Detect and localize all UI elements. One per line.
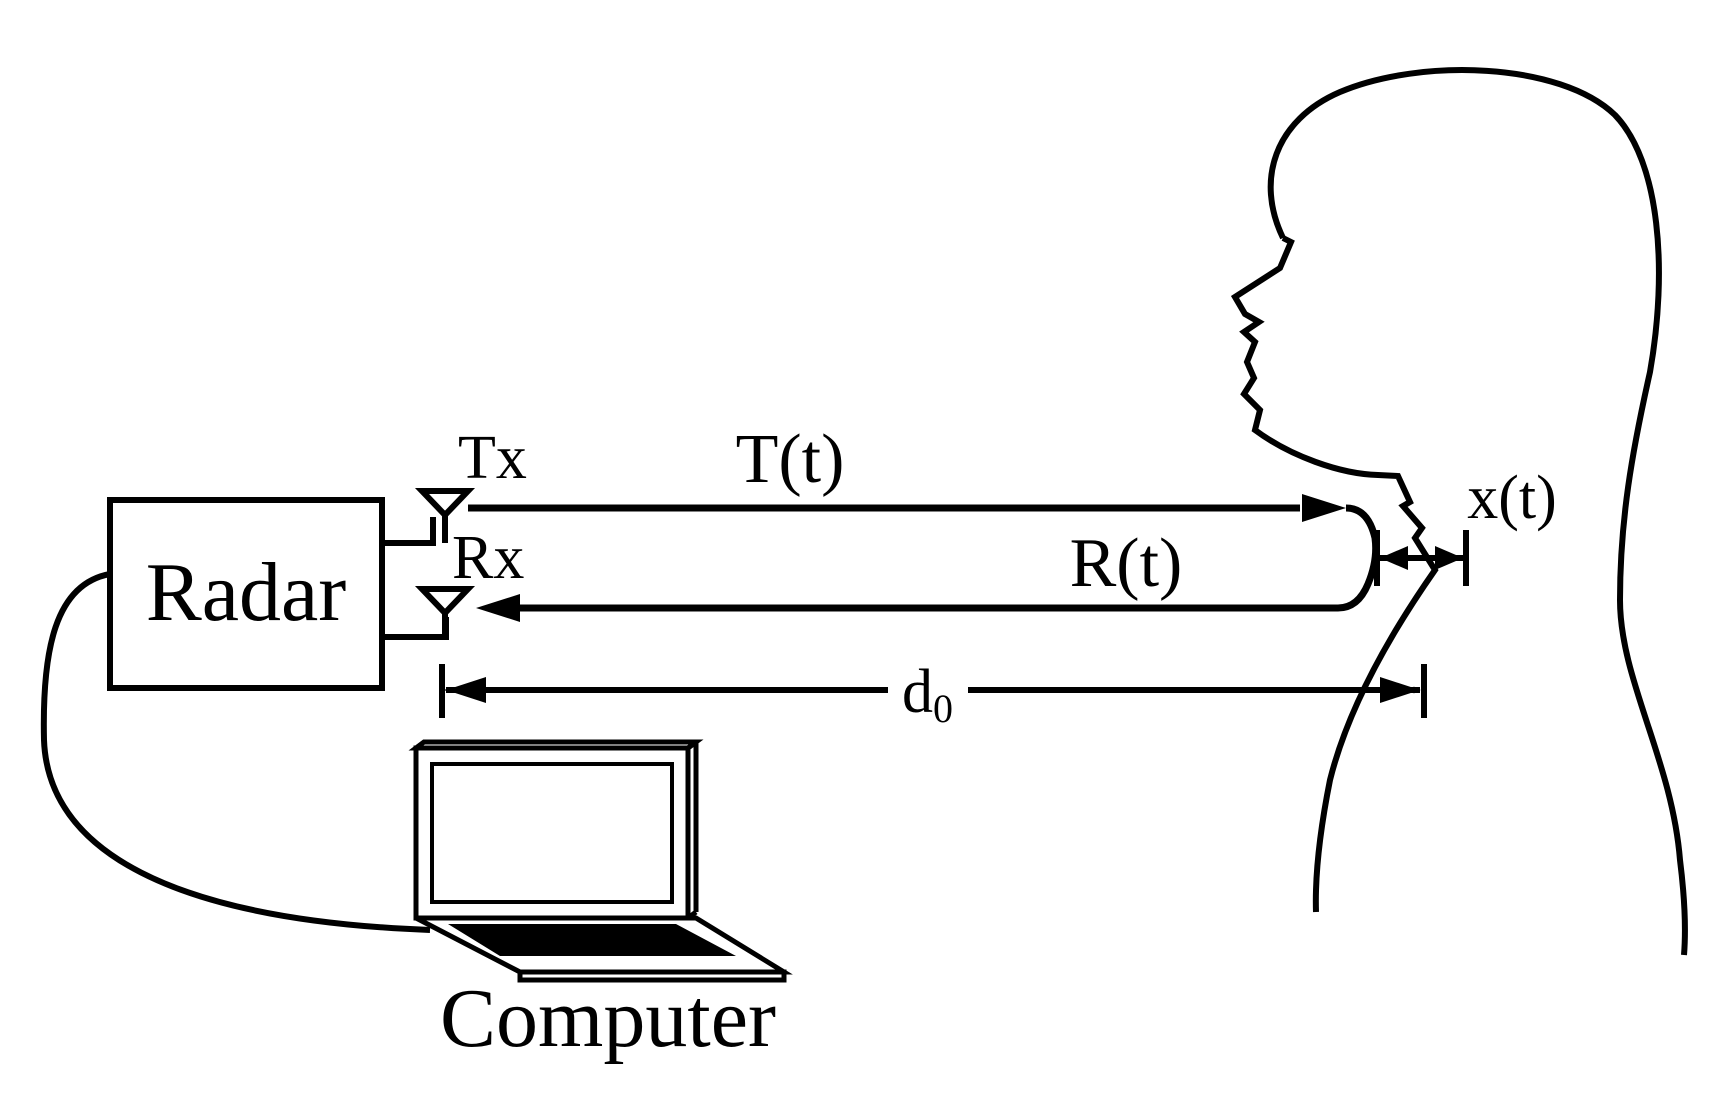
tx-label: Tx bbox=[458, 424, 527, 492]
signal-path bbox=[468, 494, 1380, 622]
tx-feed-line bbox=[382, 517, 436, 546]
computer-label: Computer bbox=[440, 972, 776, 1065]
distance-dimension bbox=[439, 664, 1427, 718]
human-face-outline bbox=[1230, 235, 1439, 913]
tx-antenna-icon bbox=[414, 488, 476, 543]
transmit-signal-label: T(t) bbox=[736, 421, 845, 498]
rx-label: Rx bbox=[452, 524, 524, 592]
receive-signal-label: R(t) bbox=[1070, 525, 1183, 602]
displacement-label: x(t) bbox=[1467, 464, 1557, 532]
rx-antenna-icon bbox=[414, 586, 476, 637]
radar-box bbox=[107, 497, 385, 691]
displacement-dimension bbox=[1374, 530, 1469, 586]
distance-label: d0 bbox=[902, 658, 953, 731]
radar-computer-cable bbox=[40, 571, 431, 933]
radar-label: Radar bbox=[146, 546, 347, 639]
computer-icon bbox=[408, 739, 793, 983]
human-profile-outline bbox=[1267, 67, 1688, 956]
rx-feed-line bbox=[382, 617, 449, 640]
